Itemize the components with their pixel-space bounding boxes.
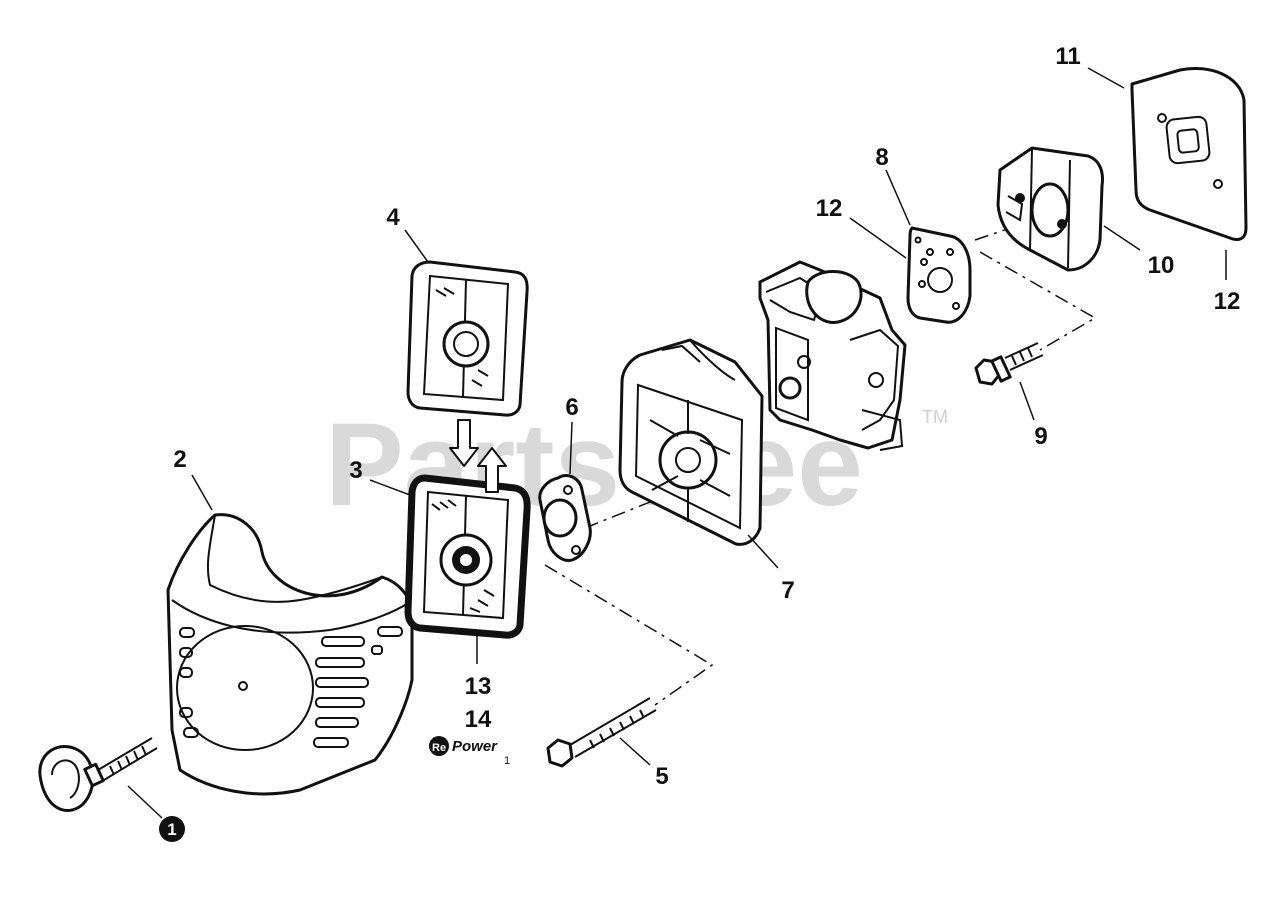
part-7-case: 7 (618, 338, 795, 604)
callout-3: 3 (349, 457, 362, 484)
carburetor (758, 260, 907, 451)
part-1-circle-marker (159, 816, 185, 842)
callout-14: 14 (465, 706, 492, 733)
callout-10: 10 (1148, 252, 1175, 279)
part-4-pre-filter: 4 (386, 204, 529, 417)
repower-logo-prefix: Re (432, 742, 446, 754)
part-9-bolt: 9 (974, 342, 1048, 450)
watermark-trademark: TM (922, 407, 948, 427)
repower-logo-mark (429, 736, 449, 756)
part-6-bracket: 6 (538, 394, 592, 562)
repower-logo: Re Power 1 (429, 736, 510, 767)
assembly-lines (544, 221, 1097, 706)
repower-logo-sub: 1 (504, 755, 510, 767)
callout-11: 11 (1055, 43, 1080, 70)
callout-12-left: 12 (816, 195, 843, 222)
part-8-gasket: 8 12 (816, 144, 972, 324)
callout-1: 1 (167, 820, 176, 839)
part-11-gasket: 11 12 (1055, 43, 1248, 315)
filter-arrows (449, 419, 507, 493)
callout-2: 2 (173, 446, 186, 473)
repower-logo-text: Power (452, 738, 498, 755)
part-1-knob: 1 (38, 737, 185, 842)
part-3-air-filter: 3 13 14 (349, 457, 531, 733)
callout-8: 8 (875, 144, 888, 171)
part-5-bolt: 5 (546, 697, 669, 790)
callout-9: 9 (1034, 423, 1047, 450)
callout-6: 6 (565, 394, 578, 421)
callout-12-right: 12 (1214, 288, 1241, 315)
callout-4: 4 (386, 204, 400, 231)
callout-13: 13 (465, 673, 492, 700)
part-10-insulator: 10 (996, 146, 1175, 279)
callout-7: 7 (781, 577, 794, 604)
callout-5: 5 (655, 763, 668, 790)
part-2-cover: 2 (166, 446, 414, 796)
